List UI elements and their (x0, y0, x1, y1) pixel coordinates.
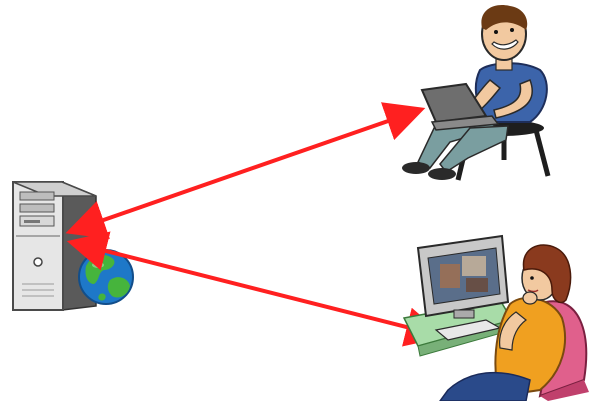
drive-bay-1 (20, 192, 54, 200)
connection-arrow-desktop (94, 248, 434, 334)
server-front (13, 182, 63, 310)
globe-icon (79, 250, 133, 304)
server-globe-icon (13, 182, 133, 310)
man-shoe-right (428, 168, 456, 180)
power-button (34, 258, 42, 266)
man-shoe-left (402, 162, 430, 174)
drive-slot (24, 220, 40, 223)
connection-arrow-laptop (92, 112, 414, 224)
man-with-laptop-icon (402, 5, 548, 180)
woman-at-computer-icon (404, 236, 589, 401)
man-head (481, 5, 527, 60)
drive-bay-2 (20, 204, 54, 212)
